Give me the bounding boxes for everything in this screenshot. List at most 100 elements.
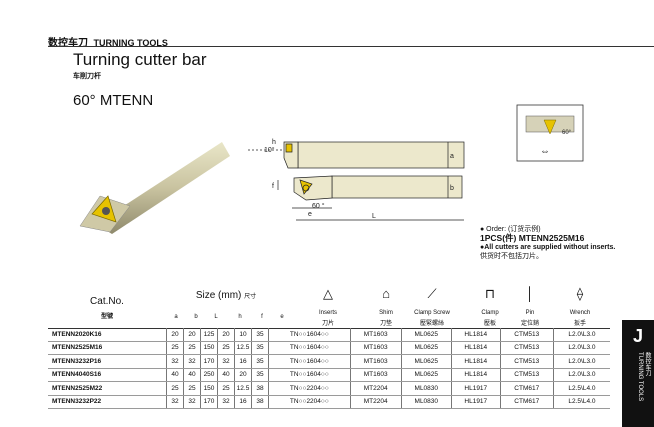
table-cell: 40 bbox=[166, 368, 184, 382]
part-header-cn-0: 刀片 bbox=[321, 321, 334, 327]
part-header-cn-5: 扳手 bbox=[573, 321, 586, 327]
table-cell: 16 bbox=[234, 395, 252, 409]
order-example: 1PCS(件) MTENN2525M16 bbox=[480, 233, 585, 243]
dim-label-h: h bbox=[272, 139, 276, 146]
cat-no-cell: MTENN2525M16 bbox=[48, 341, 167, 355]
table-cell: 170 bbox=[200, 354, 218, 369]
table-cell: TN○○1604○○ bbox=[268, 368, 351, 382]
dim-label-e: e bbox=[308, 211, 312, 218]
cat-no-header-cn: 型號 bbox=[100, 314, 113, 320]
section-header-cn: 数控车刀 bbox=[48, 38, 88, 49]
clamp-screw-shape bbox=[102, 207, 110, 215]
table-cell: 40 bbox=[183, 368, 201, 382]
table-cell: 12.5 bbox=[234, 341, 252, 355]
table-cell: HL1917 bbox=[450, 395, 501, 409]
cat-no-cell: MTENN3232P22 bbox=[48, 395, 167, 409]
table-cell: HL1814 bbox=[450, 328, 501, 342]
table-cell: TN○○1604○○ bbox=[268, 328, 351, 342]
dim-header-f: f bbox=[261, 314, 263, 320]
part-header-cn-2: 壓緊螺絲 bbox=[419, 321, 444, 327]
section-header: 数控车刀 TURNING TOOLS bbox=[48, 34, 168, 49]
dim-header-e: e bbox=[280, 314, 284, 320]
table-cell: 38 bbox=[251, 395, 269, 409]
detail-arrow-icon: ⇔ bbox=[540, 146, 550, 157]
part-header-1: Shim bbox=[379, 310, 393, 316]
dim-header-h: h bbox=[238, 314, 242, 320]
table-cell: 32 bbox=[183, 395, 201, 409]
table-cell: TN○○2204○○ bbox=[268, 395, 351, 409]
header-divider bbox=[48, 46, 654, 47]
page-title: Turning cutter bar bbox=[73, 50, 207, 69]
table-cell: HL1814 bbox=[450, 341, 501, 355]
angle-label-main: 60 ° bbox=[312, 202, 325, 210]
pin-icon: │ bbox=[525, 286, 535, 301]
table-cell: MT2204 bbox=[349, 381, 402, 396]
table-cell: 250 bbox=[200, 368, 218, 382]
side-tab: J 数控车刀 TURNING TOOLS bbox=[622, 320, 654, 427]
table-cell: 32 bbox=[217, 354, 235, 369]
table-cell: HL1917 bbox=[450, 381, 501, 396]
table-cell: 25 bbox=[166, 381, 184, 396]
size-header-en: Size (mm) bbox=[195, 290, 242, 301]
table-cell: 32 bbox=[166, 395, 184, 409]
table-cell: 25 bbox=[217, 341, 235, 355]
side-tab-text: 数控车刀 TURNING TOOLS bbox=[636, 352, 650, 401]
angle-label-tool: 10° bbox=[264, 146, 275, 154]
table-cell: CTM513 bbox=[499, 341, 554, 355]
table-cell: 40 bbox=[217, 368, 235, 382]
dim-header-b: b bbox=[194, 314, 198, 320]
table-cell: MT1603 bbox=[349, 354, 402, 369]
cat-no-cell: MTENN4040S16 bbox=[48, 368, 167, 382]
table-cell: 35 bbox=[251, 328, 269, 342]
insert-icon: △ bbox=[323, 286, 333, 301]
table-cell: 20 bbox=[166, 328, 184, 342]
table-cell: CTM617 bbox=[499, 395, 554, 409]
table-cell: CTM513 bbox=[499, 368, 554, 382]
front-view-screw bbox=[302, 184, 310, 192]
table-cell: 25 bbox=[217, 381, 235, 396]
table-cell: TN○○2204○○ bbox=[268, 381, 351, 396]
table-cell: 125 bbox=[200, 328, 218, 342]
table-cell: 150 bbox=[200, 381, 218, 396]
shim-icon: ⌂ bbox=[382, 286, 390, 301]
table-cell: 150 bbox=[200, 341, 218, 355]
table-cell: MT1603 bbox=[349, 368, 402, 382]
part-header-2: Clamp Screw bbox=[414, 310, 450, 316]
top-view-bar bbox=[297, 141, 465, 169]
table-cell: L2.0\L3.0 bbox=[552, 368, 610, 382]
table-cell: CTM617 bbox=[499, 381, 554, 396]
section-header-en: TURNING TOOLS bbox=[93, 38, 168, 48]
table-cell: 35 bbox=[251, 354, 269, 369]
wrench-icon: ⟠ bbox=[576, 286, 584, 301]
table-cell: 16 bbox=[234, 354, 252, 369]
dim-label-f: f bbox=[272, 183, 274, 190]
table-cell: TN○○1604○○ bbox=[268, 354, 351, 369]
table-cell: 38 bbox=[251, 381, 269, 396]
table-cell: ML0830 bbox=[400, 381, 452, 396]
table-cell: 32 bbox=[217, 395, 235, 409]
table-cell: ML0625 bbox=[400, 328, 452, 342]
order-note-en: ●All cutters are supplied without insert… bbox=[480, 244, 616, 251]
part-header-4: Pin bbox=[525, 310, 535, 316]
dim-header-a: a bbox=[174, 314, 178, 320]
table-cell: L2.5\L4.0 bbox=[552, 381, 610, 396]
front-view-bar bbox=[331, 175, 463, 199]
model-title: 60° MTENN bbox=[73, 92, 154, 109]
table-cell: 170 bbox=[200, 395, 218, 409]
table-cell: MT1603 bbox=[349, 328, 402, 342]
tool-product-image bbox=[79, 142, 230, 234]
table-cell: HL1814 bbox=[450, 368, 501, 382]
table-cell: 25 bbox=[183, 341, 201, 355]
part-header-cn-1: 刀垫 bbox=[379, 321, 392, 327]
insert-detail-box: 60° ⇔ bbox=[516, 104, 584, 162]
table-cell: ML0830 bbox=[400, 395, 452, 409]
table-cell: 20 bbox=[234, 368, 252, 382]
cat-no-cell: MTENN2020K16 bbox=[48, 328, 167, 342]
clamp-icon: ⊓ bbox=[484, 286, 496, 301]
